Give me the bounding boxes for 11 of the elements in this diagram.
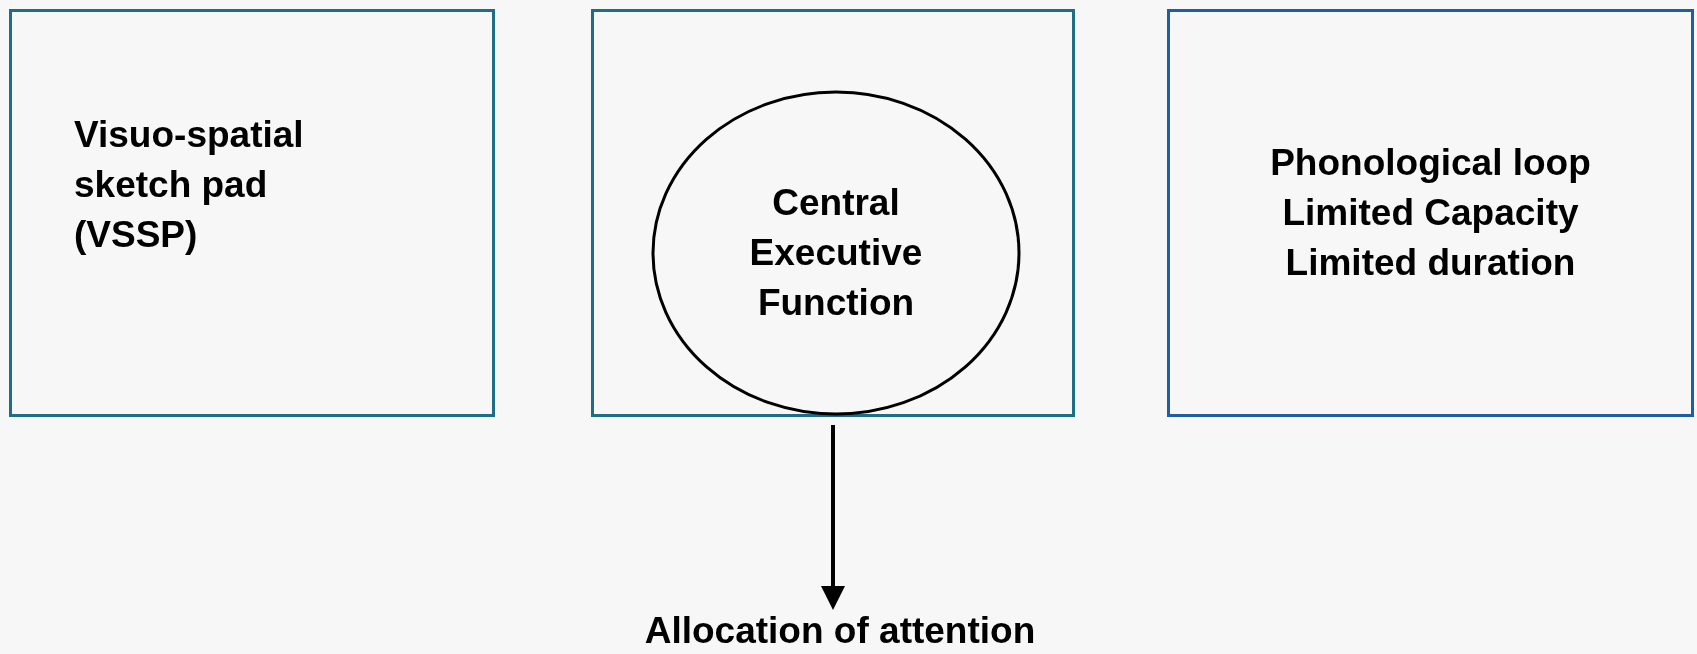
arrow (821, 425, 845, 610)
ellipse-node (651, 90, 1021, 416)
node-text: Central Executive Function (748, 181, 924, 325)
node-text: Limited duration (1285, 240, 1576, 285)
node-text: Allocation of attention (644, 609, 1036, 654)
node-text: Limited Capacity (1282, 191, 1579, 236)
box (1167, 9, 1694, 417)
box (9, 9, 495, 417)
node-text: Phonological loop (1270, 141, 1591, 186)
node-text: Visuo-spatial sketch pad (VSSP) (74, 113, 305, 257)
box (591, 9, 1075, 417)
